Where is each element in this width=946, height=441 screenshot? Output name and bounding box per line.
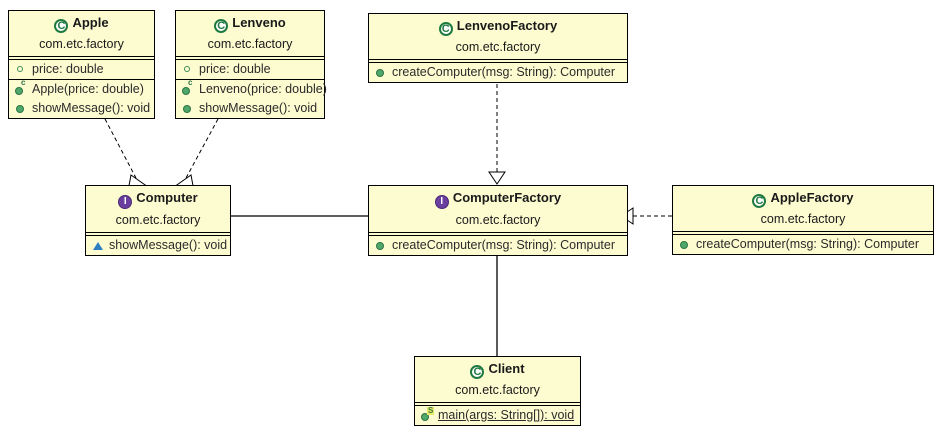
section-separator (9, 79, 154, 80)
method-label: showMessage(): void (199, 101, 318, 115)
method-label: Apple(price: double) (32, 82, 144, 96)
class-name: Lenveno (232, 15, 286, 30)
method-icon (374, 238, 389, 253)
interface-icon: I (118, 195, 133, 209)
class-icon: C (54, 19, 69, 33)
class-package-client: com.etc.factory (455, 383, 540, 397)
field-row[interactable]: price: double (9, 60, 154, 79)
edge-lenvenofactory-to-computerfactory (488, 84, 506, 185)
section-separator (176, 79, 324, 80)
constructor-icon (181, 79, 196, 97)
method-row[interactable]: createComputer(msg: String): Computer (673, 235, 933, 254)
method-label: Lenveno(price: double) (199, 82, 327, 96)
field-row[interactable]: price: double (176, 60, 324, 79)
class-package-apple: com.etc.factory (39, 37, 124, 51)
class-package-apple-factory: com.etc.factory (760, 212, 846, 226)
class-name: Computer (136, 190, 198, 205)
class-name: ComputerFactory (452, 190, 562, 205)
method-row[interactable]: showMessage(): void (176, 99, 324, 118)
field-label: price: double (32, 62, 104, 76)
method-label: main(args: String[]): void (438, 408, 575, 422)
class-package-computer-factory: com.etc.factory (455, 213, 541, 227)
class-icon: C (214, 19, 229, 33)
method-icon (374, 65, 389, 80)
method-row[interactable]: showMessage(): void (9, 99, 154, 118)
class-icon: C (438, 22, 453, 36)
section-separator (9, 56, 154, 60)
method-row[interactable]: Apple(price: double) (9, 79, 154, 99)
field-icon (14, 62, 29, 77)
method-row[interactable]: main(args: String[]): void (415, 406, 580, 425)
class-name: AppleFactory (770, 190, 854, 205)
method-row[interactable]: Lenveno(price: double) (176, 79, 327, 99)
method-label: createComputer(msg: String): Computer (392, 65, 615, 79)
static-method-icon (420, 407, 435, 423)
class-name: Apple (72, 15, 109, 30)
section-separator (415, 402, 580, 406)
method-icon (14, 101, 29, 116)
class-package-lenveno-factory: com.etc.factory (455, 40, 541, 54)
class-name: LenvenoFactory (456, 18, 558, 33)
class-package-lenveno: com.etc.factory (207, 37, 293, 51)
section-separator (369, 59, 627, 63)
method-row[interactable]: createComputer(msg: String): Computer (369, 63, 627, 82)
edge-lenveno-to-computer (172, 118, 219, 192)
method-row[interactable]: createComputer(msg: String): Computer (369, 236, 627, 255)
class-icon: C (752, 194, 767, 208)
constructor-icon (14, 79, 29, 97)
method-row[interactable]: showMessage(): void (86, 236, 230, 255)
method-label: showMessage(): void (109, 238, 228, 252)
section-separator (176, 56, 324, 60)
field-label: price: double (199, 62, 271, 76)
section-separator (369, 232, 627, 236)
method-icon (181, 101, 196, 116)
edge-apple-to-computer (104, 118, 150, 192)
section-separator (86, 232, 230, 236)
edge-applefactory-to-computerfactory (620, 207, 672, 225)
method-label: showMessage(): void (32, 101, 151, 115)
class-icon: C (470, 365, 485, 379)
method-label: createComputer(msg: String): Computer (392, 238, 615, 252)
interface-icon: I (434, 195, 449, 209)
section-separator (673, 231, 933, 235)
field-icon (181, 62, 196, 77)
abstract-method-icon (91, 238, 106, 253)
method-label: createComputer(msg: String): Computer (696, 237, 919, 251)
class-name: Client (488, 361, 525, 376)
method-icon (678, 237, 693, 252)
class-package-computer: com.etc.factory (115, 213, 201, 227)
